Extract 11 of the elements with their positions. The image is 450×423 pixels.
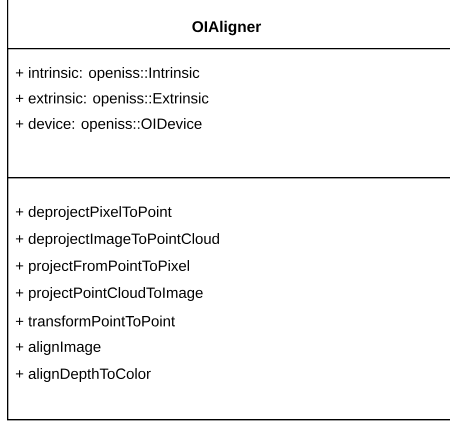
attribute-text: + extrinsic: openiss::Extrinsic [16,92,208,106]
method-text: + alignImage [16,341,100,355]
method-text: + deprojectPixelToPoint [16,206,172,220]
method-text: + alignDepthToColor [16,368,151,382]
method-text: + projectFromPointToPixel [16,260,190,274]
method-text: + deprojectImageToPointCloud [16,233,219,247]
method-text: + projectPointCloudToImage [16,287,203,301]
class-name: OIAligner [192,20,262,36]
attribute-text: + device: openiss::OIDevice [16,118,202,132]
attribute-text: + intrinsic: openiss::Intrinsic [16,67,200,81]
method-text: + transformPointToPoint [16,316,175,326]
